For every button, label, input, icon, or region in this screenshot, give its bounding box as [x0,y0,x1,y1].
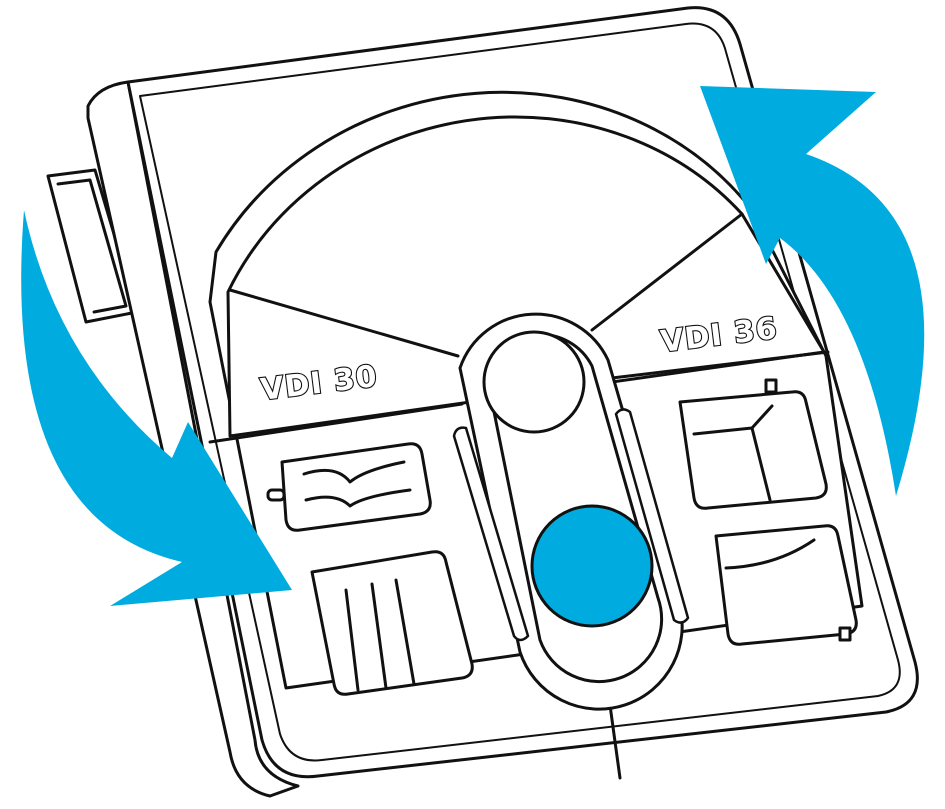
vdi36-insert-bottom [714,524,858,646]
active-position-indicator [530,504,654,628]
empty-position-indicator [482,330,586,434]
vdi30-label: VDI 30 [259,359,380,408]
rotation-arrow-left [21,210,292,606]
vdi30-square-insert [310,550,474,696]
rotation-arrow-right [700,86,925,496]
rotating-disc [226,115,826,438]
vdi30-clamp [266,442,432,532]
central-slot [452,312,690,711]
vdi36-insert-top [678,378,828,510]
